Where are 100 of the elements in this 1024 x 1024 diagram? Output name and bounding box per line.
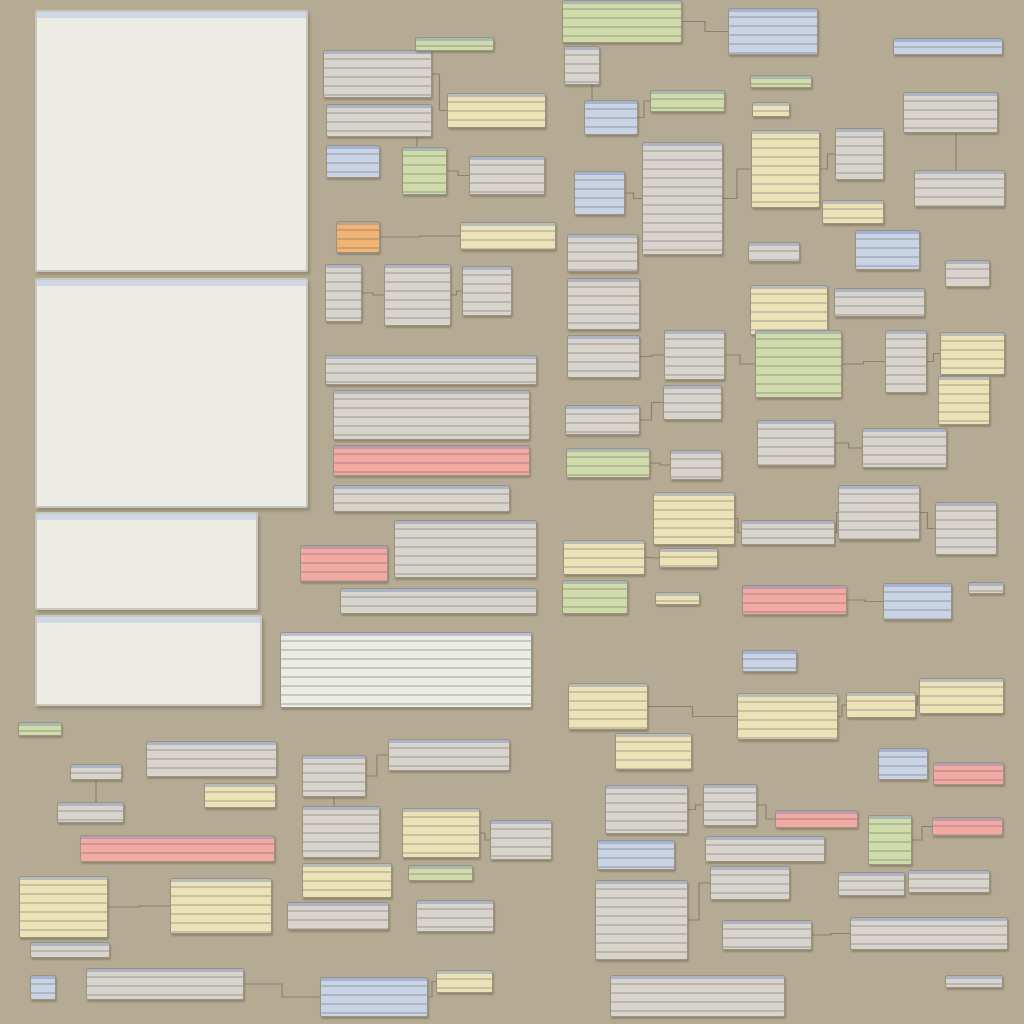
process-box bbox=[750, 285, 828, 335]
connector-line bbox=[243, 983, 321, 998]
process-box bbox=[663, 385, 722, 420]
process-box bbox=[320, 977, 428, 1017]
process-box bbox=[703, 784, 757, 826]
process-box bbox=[402, 147, 447, 195]
process-box bbox=[919, 678, 1004, 714]
connector-line bbox=[450, 290, 463, 296]
process-box bbox=[415, 37, 494, 51]
connector-line bbox=[834, 511, 839, 534]
process-box bbox=[610, 975, 785, 1017]
process-box bbox=[710, 866, 790, 900]
process-box bbox=[18, 722, 62, 736]
process-box bbox=[57, 802, 124, 823]
process-box bbox=[447, 93, 546, 128]
process-box bbox=[968, 582, 1004, 594]
process-box bbox=[416, 900, 494, 932]
process-box bbox=[302, 755, 366, 797]
process-box bbox=[408, 865, 473, 881]
process-box bbox=[883, 583, 952, 620]
process-box bbox=[19, 876, 108, 938]
window-panel bbox=[35, 615, 262, 706]
connector-line bbox=[734, 517, 742, 534]
process-box bbox=[462, 266, 512, 316]
process-box bbox=[903, 92, 998, 133]
connector-line bbox=[427, 980, 437, 998]
connector-line bbox=[639, 401, 664, 421]
process-box bbox=[340, 588, 537, 614]
connector-line bbox=[446, 170, 470, 177]
process-box bbox=[204, 783, 276, 808]
process-box bbox=[878, 748, 928, 780]
process-box bbox=[940, 332, 1005, 375]
process-box bbox=[146, 741, 277, 777]
process-box bbox=[394, 520, 537, 578]
process-box bbox=[932, 817, 1003, 836]
process-box bbox=[384, 264, 451, 326]
process-box bbox=[868, 815, 912, 865]
process-box bbox=[460, 222, 556, 250]
process-box bbox=[388, 739, 510, 771]
process-box bbox=[653, 492, 735, 545]
process-box bbox=[935, 502, 997, 555]
connector-line bbox=[624, 192, 643, 200]
process-box bbox=[566, 448, 650, 478]
process-box bbox=[436, 970, 493, 993]
window-panel bbox=[35, 512, 258, 610]
window-panel bbox=[35, 278, 308, 508]
connector-line bbox=[834, 442, 863, 449]
connector-line bbox=[846, 599, 884, 603]
process-box bbox=[567, 278, 640, 330]
connector-line bbox=[687, 804, 704, 811]
process-box bbox=[333, 390, 530, 440]
process-box bbox=[670, 450, 722, 480]
process-box bbox=[574, 171, 625, 215]
process-box bbox=[170, 878, 272, 934]
connector-line bbox=[724, 354, 756, 365]
process-box bbox=[30, 975, 56, 1000]
process-box bbox=[287, 902, 389, 930]
process-box bbox=[300, 545, 388, 582]
connector-line bbox=[637, 100, 651, 119]
process-box bbox=[664, 330, 725, 380]
connector-line bbox=[681, 20, 729, 33]
connector-line bbox=[639, 354, 665, 358]
process-box bbox=[595, 880, 688, 960]
process-box bbox=[605, 785, 688, 834]
process-box bbox=[750, 75, 812, 88]
process-box bbox=[893, 38, 1003, 55]
process-box bbox=[323, 50, 432, 98]
connector-line bbox=[841, 360, 886, 365]
process-box bbox=[565, 405, 640, 435]
process-box bbox=[945, 260, 990, 287]
connector-line bbox=[837, 704, 847, 718]
connector-line bbox=[431, 73, 448, 112]
connector-line bbox=[926, 352, 941, 363]
process-box bbox=[326, 145, 380, 178]
connector-line bbox=[365, 754, 389, 777]
connector-line bbox=[819, 153, 836, 170]
process-box bbox=[846, 692, 916, 718]
process-box bbox=[70, 764, 122, 780]
process-box bbox=[834, 288, 925, 317]
process-box bbox=[838, 485, 920, 540]
connector-line bbox=[919, 511, 936, 530]
process-box bbox=[280, 632, 532, 708]
process-box bbox=[642, 142, 723, 255]
process-box bbox=[755, 330, 842, 398]
process-box bbox=[742, 585, 847, 615]
process-box bbox=[838, 872, 905, 896]
process-box bbox=[945, 975, 1003, 988]
process-box bbox=[775, 810, 858, 828]
process-box bbox=[650, 90, 725, 112]
process-box bbox=[336, 221, 380, 253]
connector-line bbox=[915, 695, 920, 706]
process-box bbox=[742, 650, 797, 672]
process-box bbox=[850, 917, 1008, 950]
process-box bbox=[564, 46, 600, 85]
process-box bbox=[567, 335, 640, 378]
connector-line bbox=[722, 168, 752, 200]
process-box bbox=[563, 540, 645, 575]
process-box bbox=[855, 230, 920, 270]
connector-line bbox=[911, 825, 933, 841]
process-box bbox=[914, 170, 1005, 207]
